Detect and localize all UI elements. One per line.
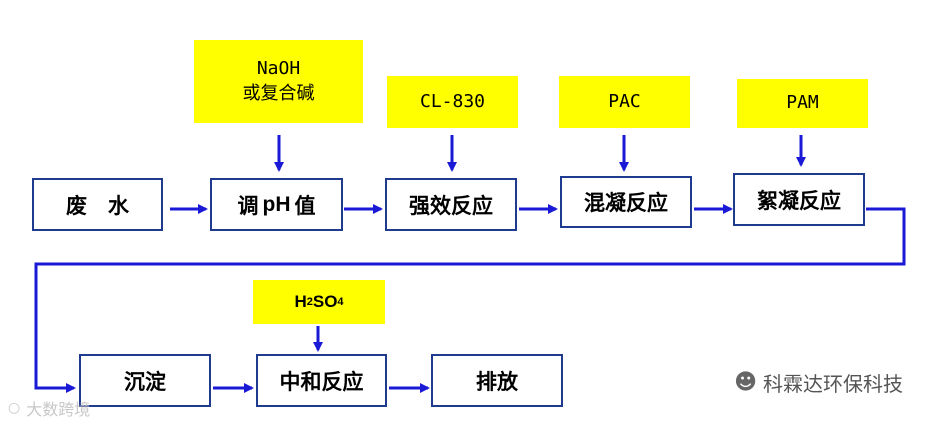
node-ph-ph: pH [262,192,291,216]
node-mixing-label: 混凝反应 [584,191,668,215]
arrow-return-loop [34,207,906,393]
reagent-naoh-line1: NaOH [256,58,301,80]
corner-watermark-label: 大数跨境 [26,400,91,419]
node-neutralization-label: 中和反应 [279,369,364,394]
node-wastewater: 废 水 [32,178,163,231]
node-flocculation-label: 絮凝反应 [757,188,841,213]
reagent-acid-so: SO [312,291,338,311]
node-settling: 沉淀 [79,354,211,407]
node-ph-prefix: 调 [237,193,259,218]
brand-watermark: ☻ 科霖达环保科技 [734,368,903,397]
reagent-pac-label: PAC [608,90,641,112]
reagent-pam: PAM [737,79,868,128]
node-neutralization: 中和反应 [256,354,387,407]
reagent-cl830: CL-830 [387,76,518,128]
reagent-cl830-label: CL-830 [419,90,486,112]
corner-watermark: ○ 大数跨境 [8,396,90,420]
node-ph-adjust: 调 pH 值 [210,178,343,231]
corner-logo-icon: ○ [8,400,21,416]
node-settling-label: 沉淀 [124,369,166,394]
node-wastewater-label: 废 水 [66,193,129,218]
reagent-pam-label: PAM [786,92,819,114]
node-discharge-label: 排放 [476,369,518,394]
node-ph-suffix: 值 [294,193,316,218]
reagent-naoh: NaOH 或复合碱 [194,40,363,123]
reagent-acid-h: H [294,291,307,311]
wechat-icon: ☻ [734,370,757,395]
reagent-pac: PAC [559,76,690,128]
reagent-acid-sub2: 2 [306,295,313,308]
reagent-naoh-line2: 或复合碱 [242,82,315,104]
node-mixing: 混凝反应 [560,176,692,228]
brand-watermark-label: 科霖达环保科技 [763,372,903,396]
reagent-acid-sub4: 4 [337,295,344,308]
node-strong-reaction-label: 强效反应 [409,193,493,218]
node-discharge: 排放 [431,354,563,407]
node-strong-reaction: 强效反应 [385,178,517,231]
node-flocculation: 絮凝反应 [733,173,865,226]
